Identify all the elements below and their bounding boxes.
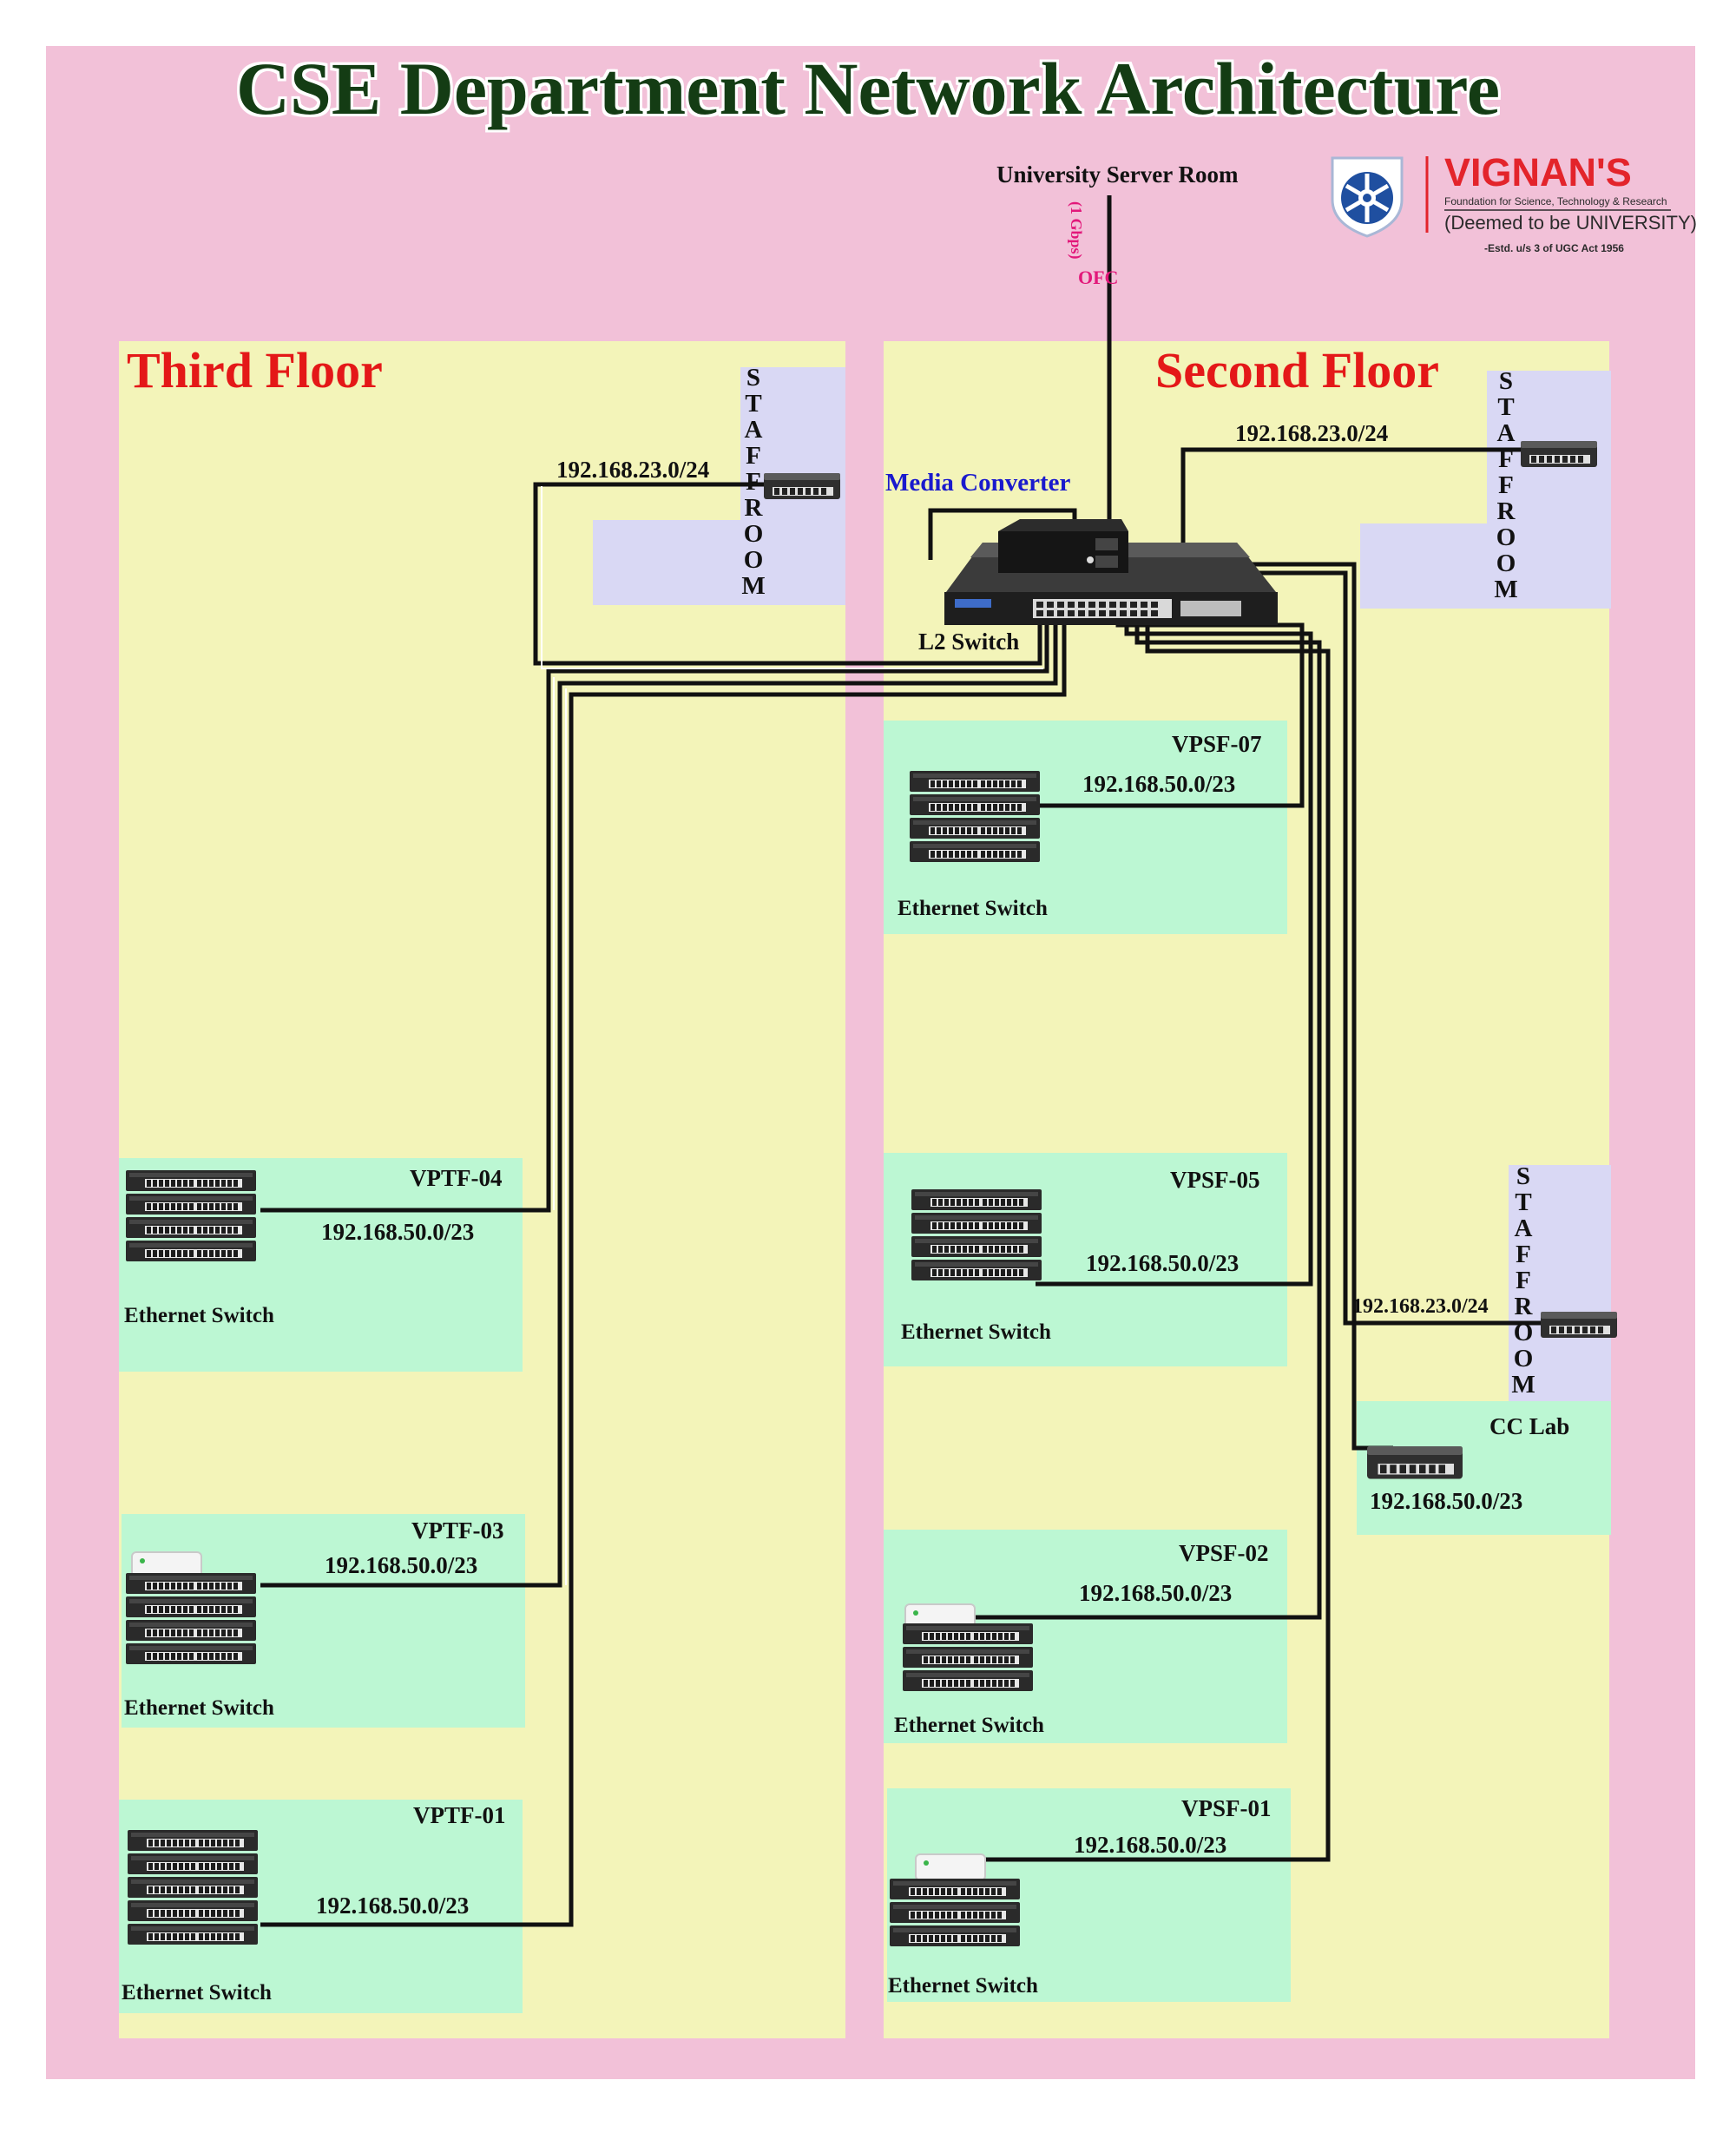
cc-lab-subnet: 192.168.50.0/23	[1370, 1488, 1523, 1514]
vptf-01-device: Ethernet Switch	[122, 1981, 272, 2004]
vpsf-02-device: Ethernet Switch	[894, 1714, 1044, 1737]
staff-room-switch-third	[764, 473, 840, 499]
vpsf-02-subnet: 192.168.50.0/23	[1079, 1580, 1233, 1606]
logo-line1: Foundation for Science, Technology & Res…	[1444, 195, 1667, 207]
ofc-speed-label: (1 Gbps)	[1068, 201, 1085, 260]
second-floor-staff-bottom-subnet: 192.168.23.0/24	[1352, 1295, 1489, 1318]
staff-room-switch-second-top	[1521, 441, 1597, 467]
third-floor-staff-subnet: 192.168.23.0/24	[556, 457, 710, 483]
vpsf-01-small-switch	[915, 1853, 986, 1881]
vpsf-01-device: Ethernet Switch	[888, 1974, 1038, 1998]
vpsf-01-subnet: 192.168.50.0/23	[1074, 1832, 1227, 1858]
vptf-01-subnet: 192.168.50.0/23	[316, 1893, 470, 1919]
vptf-03-name: VPTF-03	[411, 1517, 504, 1544]
vpsf-05-device: Ethernet Switch	[901, 1320, 1051, 1344]
vptf-01-name: VPTF-01	[413, 1802, 506, 1828]
l2-switch-label: L2 Switch	[918, 629, 1020, 655]
logo-name: VIGNAN'S	[1444, 150, 1632, 194]
vpsf-07-device: Ethernet Switch	[898, 897, 1048, 920]
third-floor-cables	[260, 482, 1067, 1927]
vpsf-05-ethernet-switch	[911, 1189, 1042, 1280]
vpsf-02-ethernet-switch	[903, 1623, 1033, 1691]
vpsf-07-name: VPSF-07	[1172, 731, 1262, 757]
vpsf-02-name: VPSF-02	[1179, 1540, 1269, 1566]
vptf-01-ethernet-switch-extra	[128, 1924, 258, 1945]
vptf-04-device: Ethernet Switch	[124, 1304, 274, 1327]
vpsf-05-name: VPSF-05	[1170, 1167, 1260, 1193]
vpsf-07-ethernet-switch	[910, 771, 1040, 862]
second-floor-title: Second Floor	[1155, 342, 1440, 398]
third-floor-staff-room-lower	[593, 520, 845, 605]
vpsf-05-subnet: 192.168.50.0/23	[1086, 1250, 1240, 1276]
vptf-03-subnet: 192.168.50.0/23	[325, 1552, 478, 1578]
third-floor-title: Third Floor	[127, 342, 383, 398]
second-floor-staff-room-top-label: STAFF ROOM	[1494, 367, 1518, 603]
second-floor-staff-room-bottom	[1509, 1165, 1611, 1405]
vptf-04-name: VPTF-04	[410, 1165, 503, 1191]
second-floor-staff-top-subnet: 192.168.23.0/24	[1235, 420, 1389, 446]
vpsf-01-name: VPSF-01	[1181, 1795, 1272, 1821]
vignan-logo: VIGNAN'S Foundation for Science, Technol…	[1331, 150, 1697, 254]
second-floor-cables	[972, 447, 1551, 1862]
vpsf-07-subnet: 192.168.50.0/23	[1082, 771, 1236, 797]
second-floor-staff-room-top-lower	[1360, 523, 1611, 609]
server-room-label: University Server Room	[996, 161, 1239, 188]
vptf-03-ethernet-switch	[126, 1573, 256, 1664]
ofc-label: OFC	[1078, 267, 1119, 288]
staff-room-switch-second-bottom	[1541, 1312, 1617, 1338]
vptf-04-ethernet-switch	[126, 1170, 256, 1261]
page-title: CSE Department Network Architecture	[235, 47, 1501, 130]
vpsf-01-ethernet-switch	[890, 1879, 1020, 1946]
logo-line3: -Estd. u/s 3 of UGC Act 1956	[1484, 242, 1624, 254]
logo-line2: (Deemed to be UNIVERSITY)	[1444, 212, 1697, 234]
media-converter-label: Media Converter	[885, 469, 1071, 497]
vptf-04-subnet: 192.168.50.0/23	[321, 1219, 475, 1245]
media-converter	[998, 519, 1128, 573]
cc-lab-name: CC Lab	[1489, 1413, 1570, 1439]
vptf-01-ethernet-switch	[128, 1830, 258, 1921]
cc-lab-switch	[1367, 1446, 1463, 1479]
vptf-03-device: Ethernet Switch	[124, 1696, 274, 1720]
third-floor-staff-room-label: STAFF ROOM	[741, 364, 766, 600]
second-floor-staff-room-bottom-label: STAFF ROOM	[1511, 1162, 1535, 1399]
